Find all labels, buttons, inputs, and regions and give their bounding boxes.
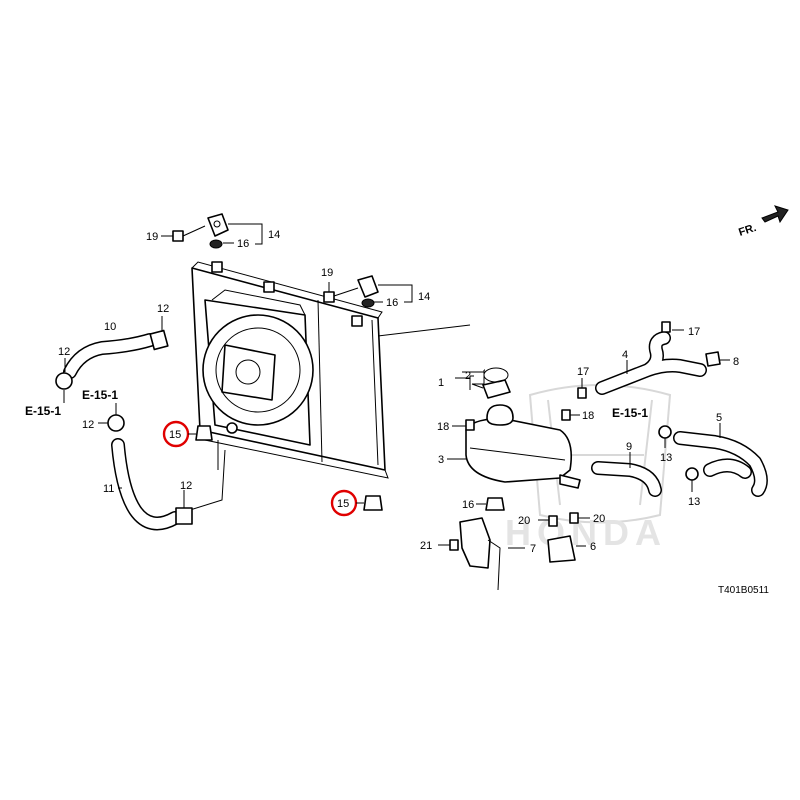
hose-11: E-15-1 12 12 11 — [82, 388, 193, 531]
bracket-7: 21 7 — [420, 517, 536, 591]
label-4: 4 — [622, 349, 628, 361]
label-10: 10 — [104, 321, 116, 333]
label-16-lower: 16 — [462, 499, 474, 511]
label-16-upper: 16 — [237, 238, 249, 250]
upper-bracket-left: 19 16 14 — [146, 213, 280, 250]
label-2: 2 — [465, 370, 471, 382]
label-20-right: 20 — [593, 513, 605, 525]
ref-e15-1-mid: E-15-1 — [82, 388, 118, 402]
ref-e15-1-left: E-15-1 — [25, 404, 61, 418]
hose-10: 10 12 12 E-15-1 — [25, 303, 169, 418]
label-7: 7 — [530, 543, 536, 555]
label-20-left: 20 — [518, 515, 530, 527]
direction-label: FR. — [737, 222, 758, 239]
label-12-b: 12 — [58, 346, 70, 358]
label-8: 8 — [733, 356, 739, 368]
bracket-6: 20 20 6 — [518, 512, 605, 563]
hose-5: E-15-1 13 13 5 — [612, 406, 768, 508]
label-13-lower: 13 — [688, 496, 700, 508]
cushion-15-right: 15 — [330, 489, 383, 517]
label-21: 21 — [420, 540, 432, 552]
front-direction-arrow: FR. — [737, 205, 789, 239]
radiator-assembly — [189, 261, 471, 511]
ref-e15-1-right: E-15-1 — [612, 406, 648, 420]
label-5: 5 — [716, 412, 722, 424]
label-3: 3 — [438, 454, 444, 466]
label-12-c: 12 — [82, 419, 94, 431]
label-1: 1 — [438, 377, 444, 389]
diagram-code: T401B0511 — [718, 585, 769, 596]
label-11: 11 — [103, 483, 114, 495]
label-18-tank: 18 — [437, 421, 449, 433]
cushion-16-lower: 16 — [462, 497, 505, 511]
clip-17-18: 17 18 — [561, 366, 594, 422]
label-19-right: 19 — [321, 267, 333, 279]
label-15-right: 15 — [337, 498, 349, 510]
label-19-upper: 19 — [146, 231, 158, 243]
label-15-left: 15 — [169, 429, 181, 441]
label-9: 9 — [626, 441, 632, 453]
label-12-a: 12 — [157, 303, 169, 315]
label-14-right: 14 — [418, 291, 430, 303]
label-16-right: 16 — [386, 297, 398, 309]
label-12-d: 12 — [180, 480, 192, 492]
label-17-lower: 17 — [577, 366, 589, 378]
label-13-upper: 13 — [660, 452, 672, 464]
reserve-tank: 1 2 3 18 — [437, 367, 581, 489]
label-6: 6 — [590, 541, 596, 553]
label-14-upper: 14 — [268, 229, 280, 241]
hose-4: 4 17 8 — [595, 321, 739, 395]
cushion-15-left: 15 — [162, 420, 213, 448]
label-17-top: 17 — [688, 326, 700, 338]
hose-9: 9 — [591, 441, 662, 497]
upper-bracket-right: 19 16 14 — [321, 267, 430, 309]
label-18-lower: 18 — [582, 410, 594, 422]
